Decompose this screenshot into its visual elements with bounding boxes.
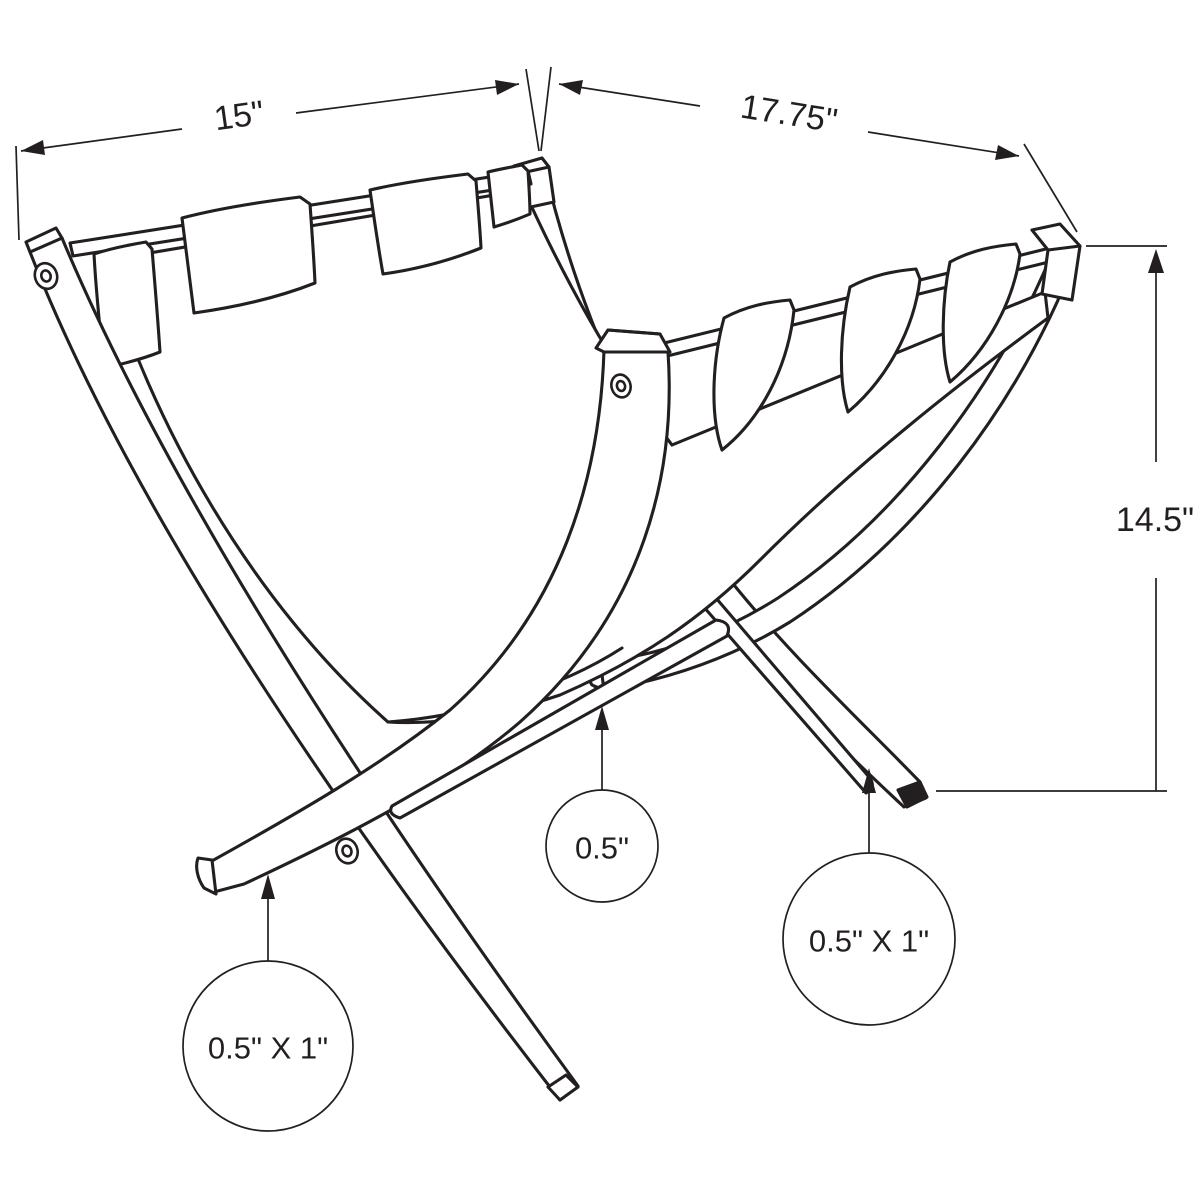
rivet	[33, 261, 59, 291]
extension-line	[525, 68, 540, 152]
bar-thickness-callout	[545, 706, 659, 903]
sling-tab	[712, 298, 796, 452]
dimension-arrowhead	[995, 145, 1019, 160]
width-dimension	[15, 68, 540, 241]
front-stretcher-bar	[389, 618, 731, 820]
back-left-leg-foot-cap	[896, 780, 929, 809]
dimension-arrowhead	[495, 80, 519, 95]
front-left-leg-top-cap	[24, 226, 64, 254]
dimension-arrowhead	[21, 140, 45, 155]
depth-dimension	[540, 66, 1078, 233]
front-left-leg-bottom-cap	[546, 1073, 580, 1102]
dimension-arrowhead	[559, 80, 583, 95]
width-dimension-label: 15"	[212, 94, 267, 139]
extension-line	[15, 145, 20, 241]
cap-edge-line	[1046, 244, 1082, 252]
dimension-line	[20, 83, 520, 152]
rivet	[334, 837, 360, 865]
bar-thickness-callout-label: 0.5"	[575, 831, 629, 866]
sling-tab	[941, 242, 1022, 384]
dimension-arrowhead	[1148, 249, 1164, 273]
front-right-leg	[208, 348, 671, 894]
callout-arrowhead	[595, 706, 609, 730]
callout-arrowhead	[261, 874, 275, 899]
height-dimension	[936, 245, 1167, 792]
rack-line-art	[24, 156, 1082, 1102]
callout-arrowhead	[862, 768, 876, 793]
left-leg-callout-label: 0.5" X 1"	[208, 1031, 328, 1066]
extension-line	[540, 66, 552, 152]
front-right-leg-foot-cap	[195, 856, 218, 896]
depth-dimension-label: 17.75"	[738, 88, 840, 141]
sling-tab	[368, 172, 483, 276]
left-leg-callout	[182, 874, 354, 1132]
front-right-leg-top-cap	[594, 328, 672, 354]
cap-edge-line	[606, 328, 662, 336]
extension-line	[1023, 143, 1078, 233]
rivet	[610, 373, 632, 399]
height-dimension-label: 14.5"	[1116, 501, 1194, 539]
sling-tab	[486, 163, 532, 229]
sling-tab	[839, 267, 922, 414]
dimension-line	[558, 83, 1020, 157]
right-leg-callout-label: 0.5" X 1"	[809, 924, 929, 959]
right-leg-callout	[782, 768, 956, 1026]
sling-tab	[180, 195, 317, 315]
